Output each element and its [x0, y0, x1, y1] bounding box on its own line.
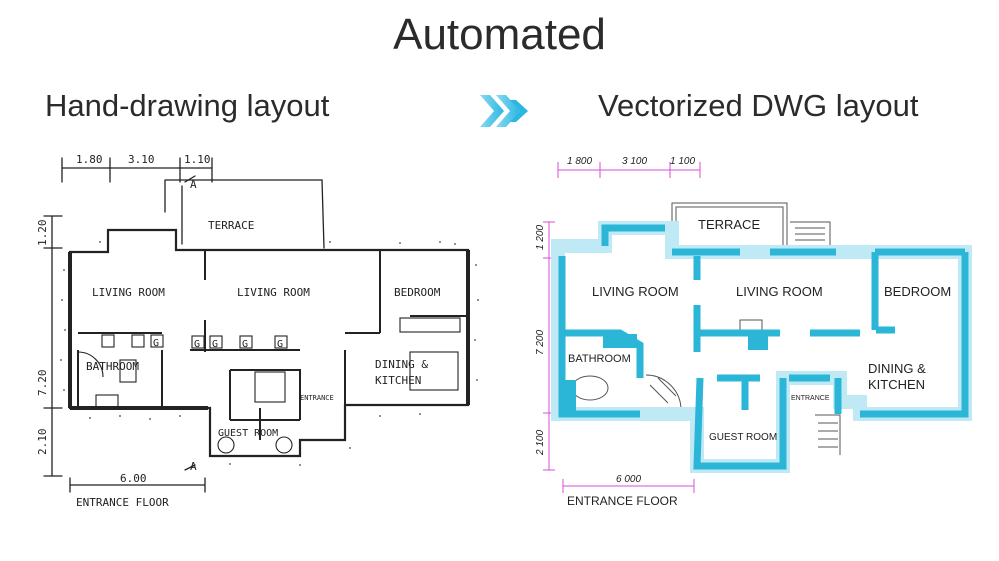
vec-dim-bottom: 6 000 [616, 474, 641, 485]
hand-fixture-mark: G [212, 339, 218, 350]
hand-drawing-heading: Hand-drawing layout [45, 88, 330, 123]
hand-dim-side-1: 1.20 [36, 220, 49, 247]
vec-dim-top-1: 1 800 [567, 156, 592, 167]
hand-dim-top-3: 1.10 [184, 153, 211, 166]
vec-room-bedroom: BEDROOM [884, 284, 951, 299]
page-title: Automated [393, 10, 606, 59]
vec-room-bathroom: BATHROOM [568, 353, 631, 365]
vec-room-living-2: LIVING ROOM [736, 284, 823, 299]
vec-room-living-1: LIVING ROOM [592, 284, 679, 299]
hand-dim-top-2: 3.10 [128, 153, 155, 166]
hand-fixture-mark: G [277, 339, 283, 350]
hand-room-entrance: ENTRANCE [300, 394, 334, 402]
hand-room-living-1: LIVING ROOM [92, 286, 165, 299]
hand-room-living-2: LIVING ROOM [237, 286, 310, 299]
vec-room-dining: DINING & [868, 361, 926, 376]
hand-section-mark-top: A [190, 178, 197, 191]
hand-fixture-mark: G [194, 339, 200, 350]
vec-room-guest: GUEST ROOM [709, 432, 777, 443]
hand-dim-top-1: 1.80 [76, 153, 103, 166]
vec-floor-label: ENTRANCE FLOOR [567, 494, 678, 508]
vec-dim-side-3: 2 100 [535, 430, 546, 456]
hand-room-dining: DINING & [375, 358, 428, 371]
vec-dim-top-2: 3 100 [622, 156, 647, 167]
hand-fixture-mark: G [242, 339, 248, 350]
hand-dim-side-3: 2.10 [36, 429, 49, 456]
vec-dim-side-2: 7 200 [535, 330, 546, 355]
hand-fixture-mark: G [153, 338, 159, 349]
vec-room-terrace: TERRACE [698, 217, 760, 232]
double-chevron-arrow-icon [480, 95, 528, 127]
hand-room-bedroom: BEDROOM [394, 286, 441, 299]
hand-section-mark-bottom: A [190, 460, 197, 473]
vec-dim-side-1: 1 200 [535, 225, 546, 250]
hand-dim-side-2: 7.20 [36, 370, 49, 397]
hand-floor-label: ENTRANCE FLOOR [76, 496, 169, 509]
vectorized-heading: Vectorized DWG layout [598, 88, 919, 123]
hand-dim-bottom: 6.00 [120, 472, 147, 485]
hand-room-terrace: TERRACE [208, 219, 254, 232]
hand-room-bathroom: BATHROOM [86, 360, 139, 373]
vec-room-kitchen: KITCHEN [868, 377, 925, 392]
vec-room-entrance: ENTRANCE [791, 395, 830, 402]
hand-room-guest: GUEST ROOM [218, 428, 278, 439]
vec-dim-top-3: 1 100 [670, 156, 695, 167]
hand-room-kitchen: KITCHEN [375, 374, 421, 387]
